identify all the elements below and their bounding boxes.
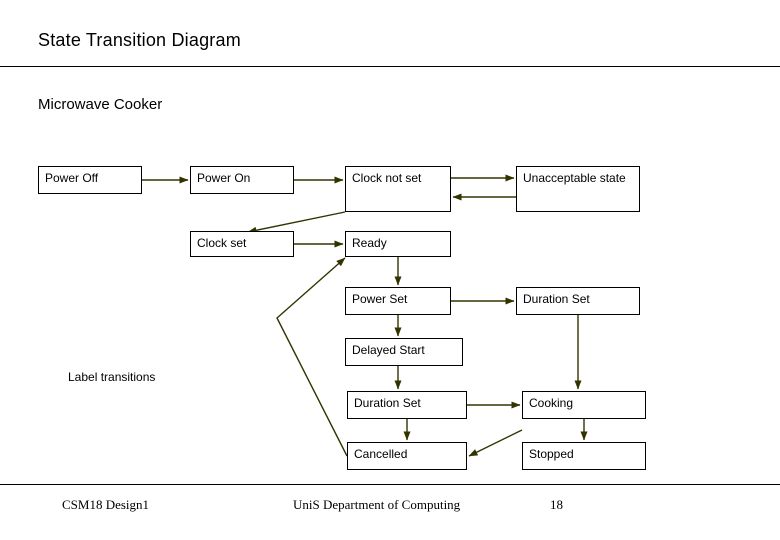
node-label: Duration Set [523,292,590,306]
arrow-cooking-to-cancelled [468,429,523,457]
node-clock-set[interactable]: Clock set [190,231,294,257]
node-cooking[interactable]: Cooking [522,391,646,419]
node-label: Clock set [197,236,247,250]
node-ready[interactable]: Ready [345,231,451,257]
footer-page-number: 18 [550,497,563,512]
footer-divider [0,484,780,485]
node-cancelled[interactable]: Cancelled [347,442,467,470]
node-power-off[interactable]: Power Off [38,166,142,194]
node-delayed-start[interactable]: Delayed Start [345,338,463,366]
node-power-set[interactable]: Power Set [345,287,451,315]
arrow-clock-not-set-to-clock-set [247,211,346,234]
node-label: Power On [197,171,251,185]
slide-subtitle: Microwave Cooker [38,96,163,113]
label-transitions-note: Label transitions [68,370,156,384]
node-label: Clock not set [352,171,422,185]
node-stopped[interactable]: Stopped [522,442,646,470]
page-title: State Transition Diagram [38,30,241,50]
node-duration-set-lower[interactable]: Duration Set [347,391,467,419]
node-label: Power Off [45,171,99,185]
arrow-cancelled-to-ready [276,257,348,457]
node-duration-set-upper[interactable]: Duration Set [516,287,640,315]
node-clock-not-set[interactable]: Clock not set [345,166,451,212]
node-label: Ready [352,236,387,250]
node-label: Power Set [352,292,408,306]
footer-center: UniS Department of Computing [293,497,461,512]
node-label: Stopped [529,447,574,461]
header-divider [0,66,780,67]
node-label: Unacceptable state [523,171,626,185]
node-unacceptable-state[interactable]: Unacceptable state [516,166,640,212]
footer-left: CSM18 Design1 [62,497,150,512]
node-label: Delayed Start [352,343,425,357]
node-label: Cancelled [354,447,408,461]
node-label: Duration Set [354,396,421,410]
node-power-on[interactable]: Power On [190,166,294,194]
node-label: Cooking [529,396,574,410]
